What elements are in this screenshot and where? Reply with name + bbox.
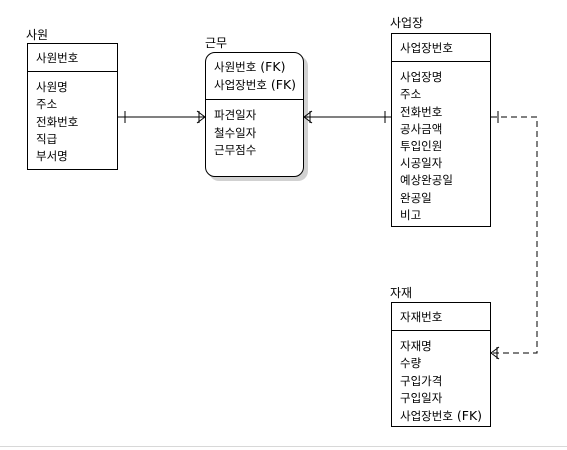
material-fk-attribute: 사업장번호 (FK) <box>400 408 483 424</box>
site-attribute: 전화번호 <box>400 104 443 119</box>
site-attribute: 시공일자 <box>400 156 443 171</box>
site-attribute: 주소 <box>400 87 422 102</box>
work-many-marker-lower <box>196 116 206 124</box>
material-many-marker-lower <box>490 352 500 360</box>
site-attribute-section: 사업장명 주소 전화번호 공사금액 투입인원 시공일자 예상완공일 완공일 비고 <box>392 62 490 228</box>
site-key-section: 사업장번호 <box>392 34 490 63</box>
site-attribute: 투입인원 <box>400 139 443 154</box>
work-key-section: 사원번호 (FK) 사업장번호 (FK) <box>206 53 303 101</box>
site-entity[interactable]: 사업장번호 사업장명 주소 전화번호 공사금액 투입인원 시공일자 예상완공일 … <box>391 33 491 227</box>
material-attribute: 구입일자 <box>400 390 443 405</box>
employee-key-attribute: 사원번호 <box>36 51 79 65</box>
work-many-marker-upper <box>303 110 313 118</box>
employee-entity[interactable]: 사원번호 사원명 주소 전화번호 직급 부서명 <box>27 43 118 170</box>
work-key-attribute: 사업장번호 (FK) <box>214 77 297 93</box>
material-attribute: 자재명 <box>400 339 432 354</box>
employee-attribute-section: 사원명 주소 전화번호 직급 부서명 <box>28 72 117 169</box>
material-attribute: 구입가격 <box>400 373 443 388</box>
employee-attribute: 부서명 <box>36 149 68 164</box>
work-many-marker-upper <box>196 110 206 118</box>
site-attribute: 예상완공일 <box>400 173 453 188</box>
site-attribute: 완공일 <box>400 190 432 205</box>
site-attribute: 사업장명 <box>400 70 443 85</box>
work-attribute: 근무점수 <box>214 142 257 157</box>
material-entity-title: 자재 <box>390 286 413 300</box>
site-entity-title: 사업장 <box>390 16 424 30</box>
material-many-marker-upper <box>490 346 500 354</box>
material-key-section: 자재번호 <box>392 303 490 332</box>
employee-key-section: 사원번호 <box>28 44 117 73</box>
employee-attribute: 사원명 <box>36 80 68 95</box>
material-key-attribute: 자재번호 <box>400 310 443 324</box>
work-entity[interactable]: 사원번호 (FK) 사업장번호 (FK) 파견일자 철수일자 근무점수 <box>205 52 304 177</box>
site-attribute: 공사금액 <box>400 121 443 136</box>
employee-attribute: 주소 <box>36 97 58 112</box>
work-attribute: 파견일자 <box>214 108 257 123</box>
site-material-relationship-line <box>491 116 538 354</box>
work-attribute: 철수일자 <box>214 125 257 140</box>
employee-entity-title: 사원 <box>26 28 49 42</box>
material-entity[interactable]: 자재번호 자재명 수량 구입가격 구입일자 사업장번호 (FK) <box>391 302 491 427</box>
site-attribute: 비고 <box>400 207 422 222</box>
divider <box>0 446 567 447</box>
work-attribute-section: 파견일자 철수일자 근무점수 <box>206 100 303 163</box>
work-entity-title: 근무 <box>205 36 228 50</box>
material-attribute-section: 자재명 수량 구입가격 구입일자 사업장번호 (FK) <box>392 331 490 429</box>
work-key-attribute: 사원번호 (FK) <box>214 59 286 74</box>
work-many-marker-lower <box>303 116 313 124</box>
employee-attribute: 직급 <box>36 131 58 146</box>
material-attribute: 수량 <box>400 356 422 371</box>
employee-attribute: 전화번호 <box>36 114 79 129</box>
site-key-attribute: 사업장번호 <box>400 41 453 55</box>
